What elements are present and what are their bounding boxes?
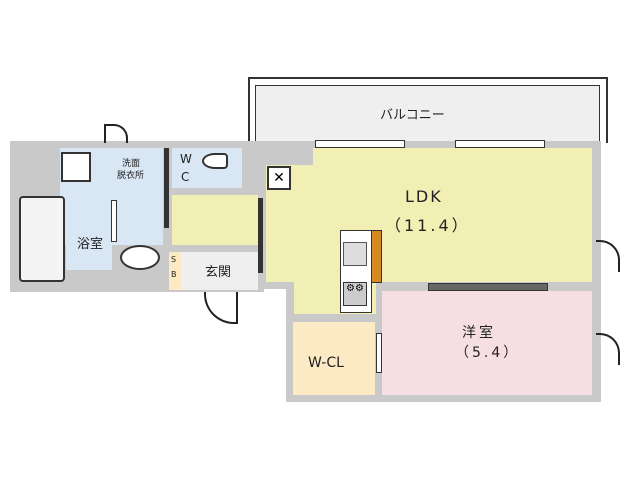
bath-room	[66, 195, 112, 270]
kitchen-cabinet	[371, 230, 382, 283]
bath-door[interactable]	[111, 200, 117, 242]
hallway-door[interactable]	[258, 198, 263, 273]
hallway	[172, 195, 258, 245]
window-balcony-1[interactable]	[315, 140, 405, 148]
washroom-label-1: 洗面	[122, 159, 141, 169]
sink-icon	[343, 242, 367, 266]
washbasin-icon	[120, 245, 160, 270]
western-size: （5.4）	[455, 345, 521, 361]
balcony-label: バルコニー	[380, 108, 445, 123]
door-western-right[interactable]	[596, 333, 620, 365]
ldk-label: LDK	[405, 187, 443, 206]
walk-in-closet	[293, 322, 375, 395]
sb-label-2: B	[171, 270, 177, 279]
wc-label-1: W	[180, 152, 192, 166]
entrance-door[interactable]	[204, 292, 238, 324]
ventilation-fan-icon: ✕	[267, 166, 291, 190]
door-ldk-right[interactable]	[596, 240, 620, 272]
closet-door[interactable]	[376, 333, 382, 373]
sb-label-1: S	[171, 255, 177, 264]
shoe-box	[169, 252, 181, 290]
western-room	[382, 291, 592, 395]
western-label: 洋室	[462, 325, 496, 341]
window-balcony-2[interactable]	[455, 140, 545, 148]
stove-icon: ⚙⚙	[343, 282, 367, 306]
washroom-outer-door[interactable]	[104, 124, 128, 143]
washing-machine-icon	[61, 152, 91, 182]
toilet-icon	[202, 153, 228, 169]
balcony-floor	[255, 85, 600, 142]
ldk-size: （11.4）	[385, 216, 471, 235]
washroom-label-2: 脱衣所	[117, 171, 145, 181]
sliding-door[interactable]	[428, 283, 548, 291]
washroom-door[interactable]	[164, 148, 169, 228]
bathtub-icon	[19, 196, 65, 282]
wc-label-2: C	[181, 170, 190, 184]
bath-label: 浴室	[77, 237, 104, 252]
entrance	[180, 252, 258, 290]
entrance-label: 玄関	[205, 265, 232, 280]
wcl-label: W-CL	[308, 355, 344, 371]
